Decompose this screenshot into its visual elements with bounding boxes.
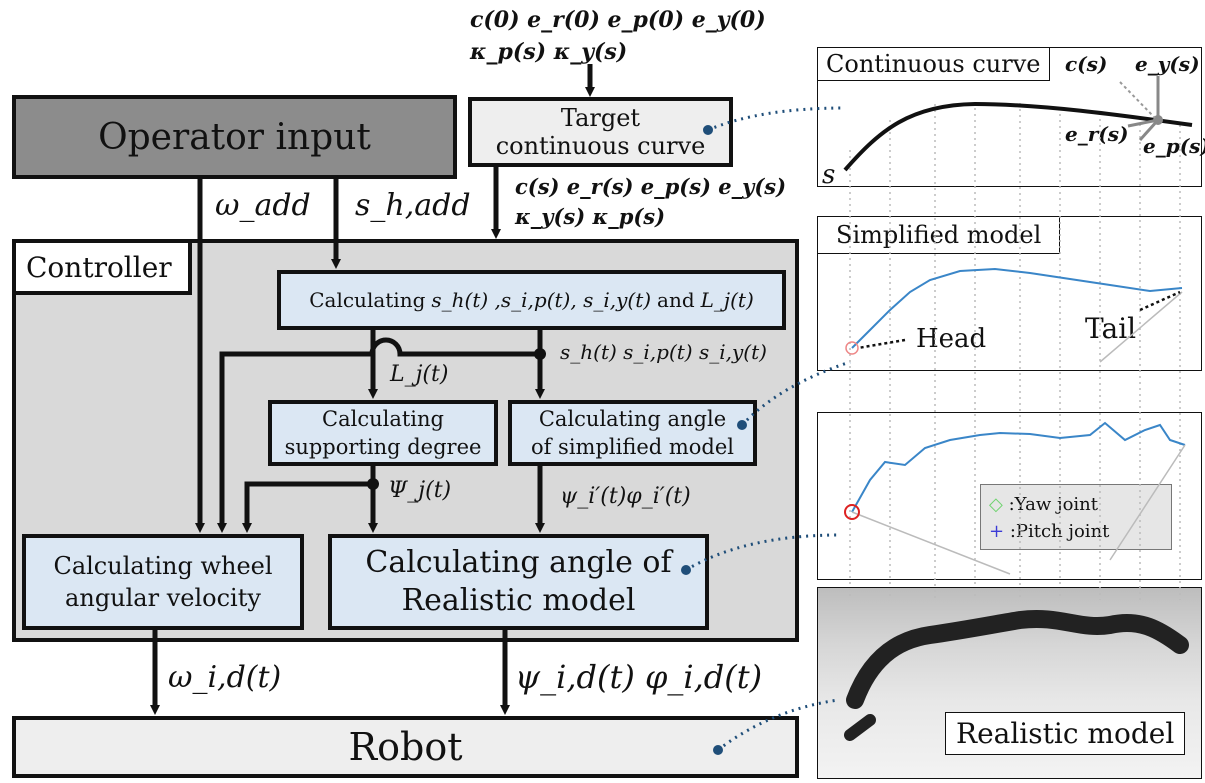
robot-block: Robot [12, 716, 799, 778]
simplified-model-line [851, 267, 1183, 349]
connector-simplified [740, 360, 851, 427]
er-label: e_r(s) [1065, 122, 1129, 146]
c-s-label: c(s) [1065, 52, 1108, 76]
line-psi-to-wheel [242, 481, 373, 533]
junction-dot-2 [367, 478, 379, 490]
calc-sh-block: Calculating s_h(t) ,s_i,p(t), s_i,y(t) a… [277, 270, 786, 330]
ep-label: e_p(s) [1143, 134, 1205, 158]
tail-label: Tail [1085, 312, 1137, 345]
angles-out-label: ψ_i,d(t) φ_i,d(t) [515, 658, 763, 696]
diamond-icon: ◇ [989, 494, 1003, 515]
omega-out-label: ω_i,d(t) [168, 660, 282, 695]
calc-realistic-block: Calculating angle of Realistic model [328, 534, 709, 630]
connector-dot-simplified [737, 420, 747, 430]
initial-vectors-label: c(0) e_r(0) e_p(0) e_y(0) κ_p(s) κ_y(s) [470, 7, 766, 65]
pitch-joint-legend: + :Pitch joint [989, 521, 1110, 542]
connector-realistic [685, 533, 841, 572]
connector-robot [717, 698, 839, 752]
connector-dot-robot [713, 745, 723, 755]
calc-support-block: Calculating supporting degree [268, 400, 498, 466]
angle-label: ψ_i′(t)φ_i′(t) [560, 484, 691, 509]
connector-dot-target [703, 125, 713, 135]
connector-dot-realistic [681, 565, 691, 575]
controller-label: Controller [12, 239, 192, 295]
omega-add-label: ω_add [215, 188, 311, 223]
operator-input-block: Operator input [12, 95, 457, 179]
junction-dot-1 [534, 348, 546, 360]
continuous-curve-title: Continuous curve [818, 48, 1050, 81]
connector-target [707, 106, 846, 132]
calc-simplified-block: Calculating angle of simplified model [508, 400, 757, 466]
joint-legend: ◇ :Yaw joint + :Pitch joint [980, 484, 1172, 550]
calc-wheel-block: Calculating wheel angular velocity [22, 534, 304, 630]
robot-silhouette [846, 610, 1189, 709]
continuous-curve-line [843, 101, 1193, 172]
s-label: s [822, 160, 836, 190]
line-branch-left [217, 337, 540, 533]
s-h-add-label: s_h,add [355, 188, 471, 223]
realistic-model-title: Realistic model [945, 712, 1186, 755]
psi-label: Ψ_j(t) [388, 478, 452, 503]
ey-label: e_y(s) [1135, 52, 1200, 76]
curve-outputs-label: c(s) e_r(s) e_p(s) e_y(s) κ_y(s) κ_p(s) [515, 174, 787, 229]
joint-model-line [851, 421, 1186, 513]
plus-icon: + [989, 521, 1005, 542]
target-curve-block: Target continuous curve [468, 97, 733, 167]
Lj-label: L_j(t) [390, 362, 449, 387]
yaw-joint-legend: ◇ :Yaw joint [989, 494, 1098, 515]
branch-variables-label: s_h(t) s_i,p(t) s_i,y(t) [560, 340, 767, 364]
